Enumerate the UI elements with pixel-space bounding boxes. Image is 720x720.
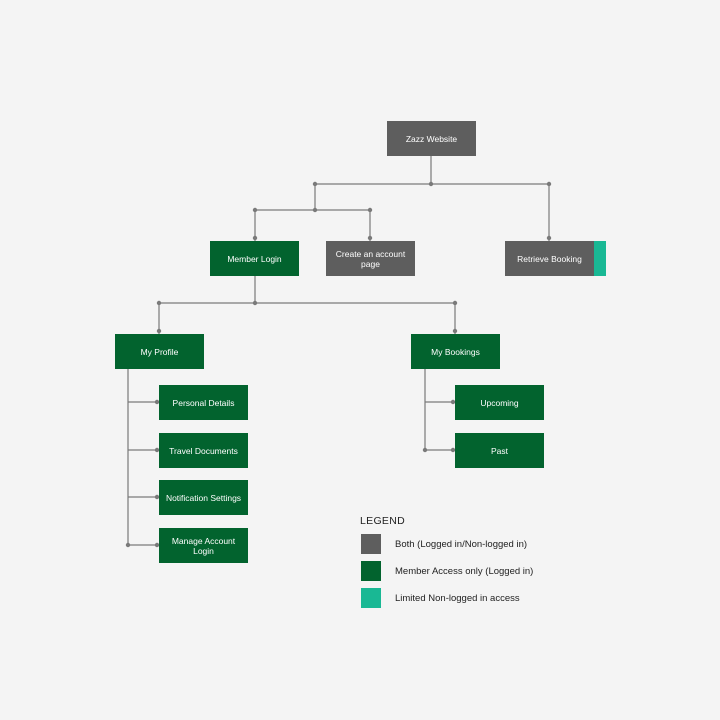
connector-dot (428, 181, 434, 187)
connector-dot (367, 235, 373, 241)
legend-swatch-both (361, 534, 381, 554)
legend-label-limited: Limited Non-logged in access (395, 593, 520, 604)
connector-dot (546, 235, 552, 241)
connector-dot (452, 300, 458, 306)
connector-dot (252, 207, 258, 213)
legend-label-both: Both (Logged in/Non-logged in) (395, 539, 528, 550)
connector-dot (450, 447, 456, 453)
connector-dot (252, 235, 258, 241)
node-create-account-page[interactable]: Create an account page (326, 241, 415, 276)
connector-dot (156, 300, 162, 306)
connector-dot (125, 542, 131, 548)
node-zazz-website[interactable]: Zazz Website (387, 121, 476, 156)
connector-dot (154, 494, 160, 500)
legend-label-member: Member Access only (Logged in) (395, 566, 534, 577)
node-travel-documents[interactable]: Travel Documents (159, 433, 248, 468)
connector-dot (367, 207, 373, 213)
connector-dot (312, 207, 318, 213)
connector-dot (312, 181, 318, 187)
connector-dot (154, 399, 160, 405)
node-upcoming[interactable]: Upcoming (455, 385, 544, 420)
legend-swatch-limited (361, 588, 381, 608)
node-my-profile[interactable]: My Profile (115, 334, 204, 369)
node-retrieve-booking[interactable]: Retrieve Booking (505, 241, 594, 276)
node-personal-details[interactable]: Personal Details (159, 385, 248, 420)
node-my-bookings[interactable]: My Bookings (411, 334, 500, 369)
node-member-login[interactable]: Member Login (210, 241, 299, 276)
connector-dot (252, 300, 258, 306)
connector-dot (546, 181, 552, 187)
node-past[interactable]: Past (455, 433, 544, 468)
connector-dot (422, 447, 428, 453)
connector-dot (156, 328, 162, 334)
connector-dot (154, 447, 160, 453)
legend-swatch-member (361, 561, 381, 581)
connector-dot (154, 542, 160, 548)
connector-dot (452, 328, 458, 334)
node-notification-settings[interactable]: Notification Settings (159, 480, 248, 515)
limited-access-indicator (594, 241, 606, 276)
node-manage-account-login[interactable]: Manage Account Login (159, 528, 248, 563)
legend-title: LEGEND (360, 515, 405, 527)
connector-dot (450, 399, 456, 405)
